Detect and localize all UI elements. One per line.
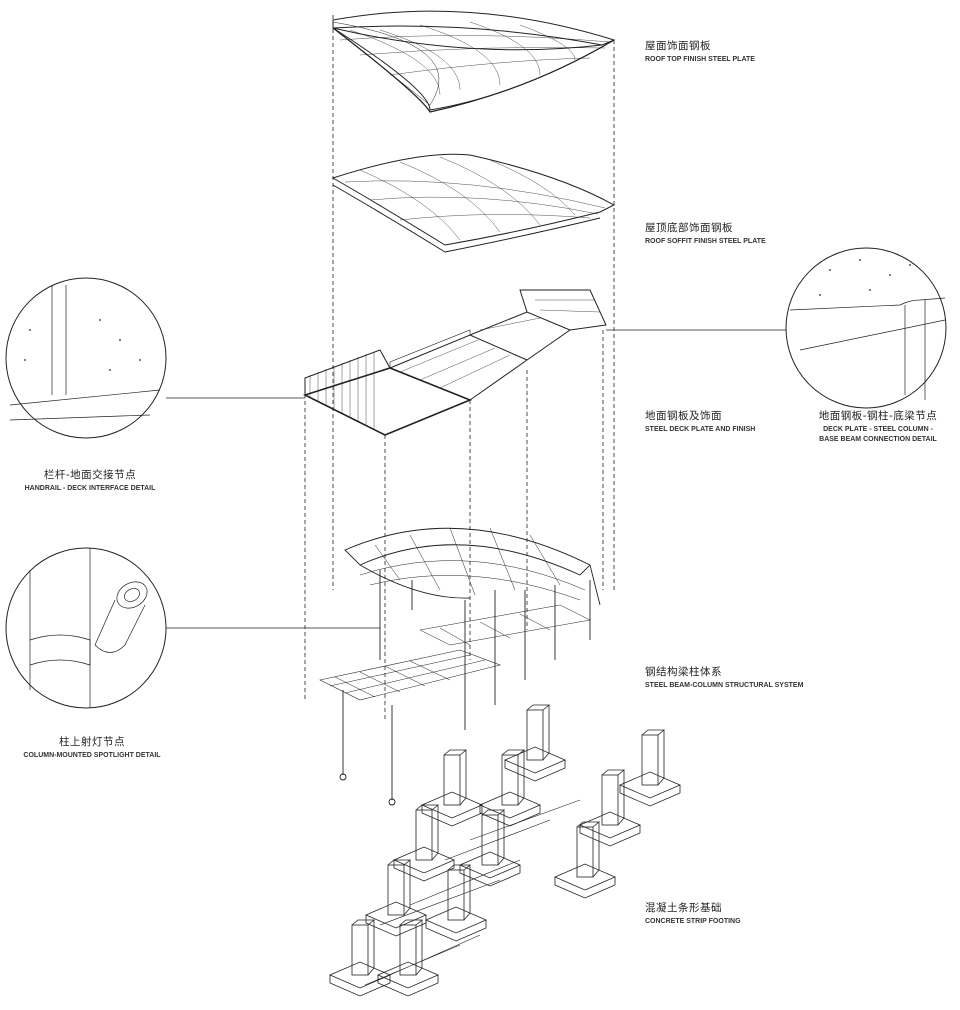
steel-deck-plates xyxy=(302,289,607,436)
label-concrete-footing: 混凝土条形基础 CONCRETE STRIP FOOTING xyxy=(645,902,741,927)
dashed-guides xyxy=(304,15,615,720)
label-en: HANDRAIL - DECK INTERFACE DETAIL xyxy=(24,485,156,493)
detail-circle-handrail xyxy=(5,277,305,439)
label-cn: 栏杆-地面交接节点 xyxy=(43,469,137,481)
label-en: CONCRETE STRIP FOOTING xyxy=(645,918,741,926)
label-cn: 柱上射灯节点 xyxy=(58,736,125,748)
label-en: STEEL BEAM-COLUMN STRUCTURAL SYSTEM xyxy=(645,682,804,690)
label-en: STEEL DECK PLATE AND FINISH xyxy=(645,426,756,434)
label-cn: 钢结构梁柱体系 xyxy=(645,666,722,678)
label-steel-deck: 地面钢板及饰面 STEEL DECK PLATE AND FINISH xyxy=(645,410,755,435)
label-en: BASE BEAM CONNECTION DETAIL xyxy=(819,435,937,443)
label-en: ROOF SOFFIT FINISH STEEL PLATE xyxy=(645,238,766,246)
label-en: COLUMN-MOUNTED SPOTLIGHT DETAIL xyxy=(23,752,161,760)
label-cn: 屋顶底部饰面钢板 xyxy=(645,222,733,234)
label-spotlight-detail: 柱上射灯节点 COLUMN-MOUNTED SPOTLIGHT DETAIL xyxy=(23,736,160,761)
label-en: ROOF TOP FINISH STEEL PLATE xyxy=(645,56,755,64)
label-cn: 地面钢板及饰面 xyxy=(645,410,722,422)
label-en: DECK PLATE - STEEL COLUMN - xyxy=(823,426,933,434)
label-steel-structure: 钢结构梁柱体系 STEEL BEAM-COLUMN STRUCTURAL SYS… xyxy=(645,666,803,691)
roof-top-plate xyxy=(332,10,616,113)
roof-soffit-plate xyxy=(331,153,616,253)
label-cn: 混凝土条形基础 xyxy=(645,902,722,914)
label-roof-top: 屋面饰面钢板 ROOF TOP FINISH STEEL PLATE xyxy=(645,40,755,65)
label-handrail-detail: 栏杆-地面交接节点 HANDRAIL - DECK INTERFACE DETA… xyxy=(25,469,156,494)
label-cn: 地面钢板-钢柱-底梁节点 xyxy=(818,410,938,422)
detail-circle-spotlight xyxy=(5,547,380,709)
label-roof-soffit: 屋顶底部饰面钢板 ROOF SOFFIT FINISH STEEL PLATE xyxy=(645,222,766,247)
label-cn: 屋面饰面钢板 xyxy=(645,40,711,52)
concrete-footings xyxy=(328,704,681,997)
steel-structure xyxy=(319,527,601,806)
label-deck-plate-detail: 地面钢板-钢柱-底梁节点 DECK PLATE - STEEL COLUMN -… xyxy=(819,410,938,445)
detail-circle-deck-plate xyxy=(606,247,947,409)
